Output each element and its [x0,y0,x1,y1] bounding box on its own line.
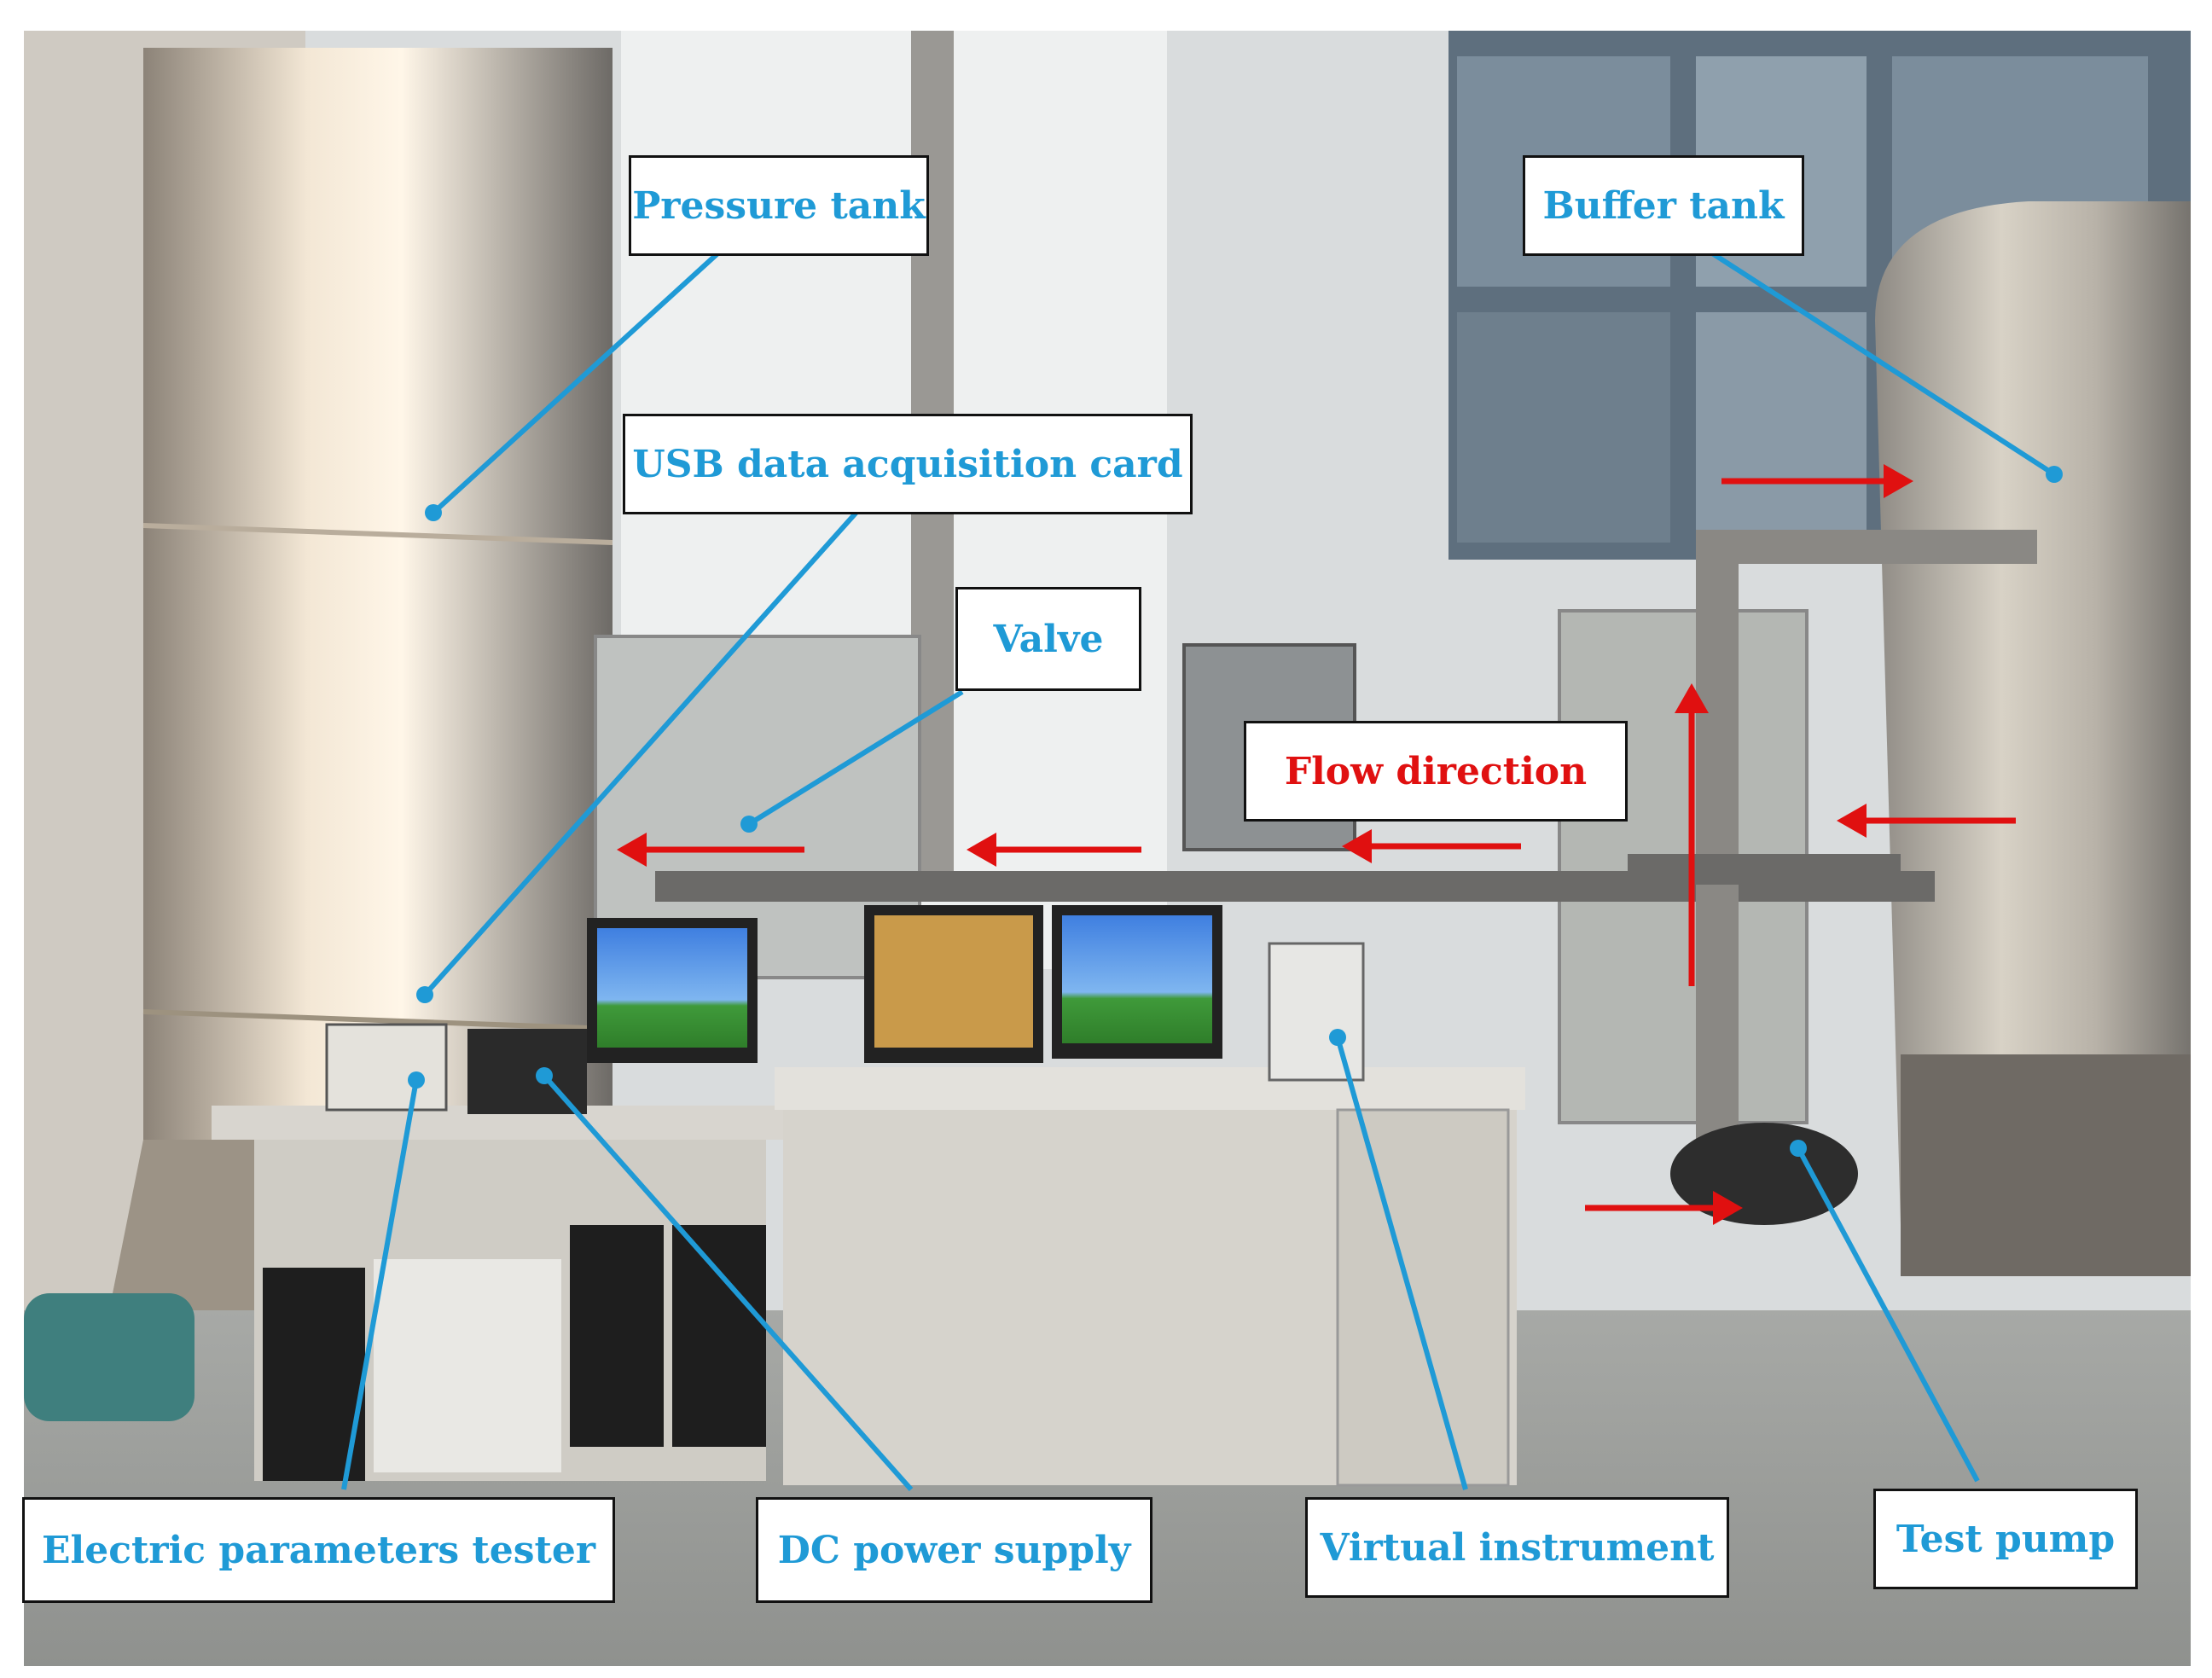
virtual-instrument-device [1268,942,1365,1082]
leader-pressure-tank [431,246,726,515]
photo-scene [24,31,2191,1666]
label-pressure-tank: Pressure tank [629,155,929,256]
leader-buffer-tank [1703,246,2056,477]
lab-photo [24,31,2191,1666]
desk-right [775,1067,1525,1110]
label-dc-power: DC power supply [756,1497,1152,1603]
leader-dc-power [542,1074,914,1491]
leader-virtual-instrument [1335,1036,1468,1490]
leader-usb-card [422,506,862,997]
label-virtual-instrument: Virtual instrument [1305,1497,1729,1598]
flow-arrows [617,464,2016,1225]
label-test-pump: Test pump [1873,1489,2138,1589]
electric-tester-device [325,1023,448,1112]
label-buffer-tank: Buffer tank [1523,155,1804,256]
leader-test-pump [1796,1147,1980,1483]
label-valve: Valve [955,587,1141,691]
pressure-tank [143,48,613,1140]
leader-valve [747,689,964,827]
label-flow-direction: Flow direction [1244,721,1628,822]
buffer-tank [1875,201,2191,1225]
leader-electric-tester [341,1079,419,1490]
label-usb-card: USB data acquisition card [623,414,1193,514]
label-electric-tester: Electric parameters tester [22,1497,615,1603]
vertical-pipe [1696,543,1739,1140]
